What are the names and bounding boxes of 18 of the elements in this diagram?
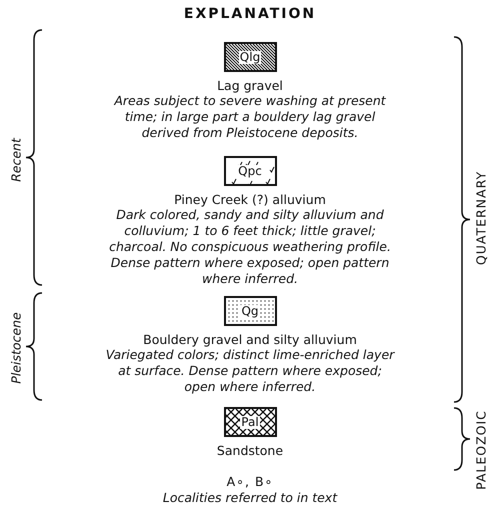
unit-code: Qpc: [237, 164, 263, 178]
unit-code: Pal: [240, 416, 260, 428]
unit-name: Sandstone: [216, 443, 284, 458]
note-text: A∘, B∘: [226, 474, 274, 489]
unit-code: Qlg: [238, 50, 262, 64]
unit-name: Piney Creek (?) alluvium: [174, 192, 326, 207]
unit-code: Qg: [240, 304, 260, 318]
unit-description: Areas subject to severe washing at present time; in large part a bouldery lag gravel derived from Pleistocene deposits.: [112, 93, 387, 141]
unit-description: Dark colored, sandy and silty alluvium and colluvium; 1 to 6 feet thick; little gravel; charcoal. No conspicuous weathering profile. Dense pattern where exposed; open pattern where inferred.: [108, 207, 392, 287]
age-label: PALEOZOIC: [474, 410, 488, 490]
age-label: QUATERNARY: [474, 170, 488, 266]
unit-name: Lag gravel: [217, 78, 283, 93]
unit-description: Variegated colors; distinct lime-enriched layer at surface. Dense pattern where exposed; open where inferred.: [105, 347, 395, 395]
note-text: Localities referred to in text: [162, 490, 338, 505]
unit-name: Bouldery gravel and silty alluvium: [143, 332, 357, 347]
age-label: Pleistocene: [8, 312, 24, 384]
age-label: Recent: [8, 138, 24, 182]
title: EXPLANATION: [182, 6, 318, 22]
